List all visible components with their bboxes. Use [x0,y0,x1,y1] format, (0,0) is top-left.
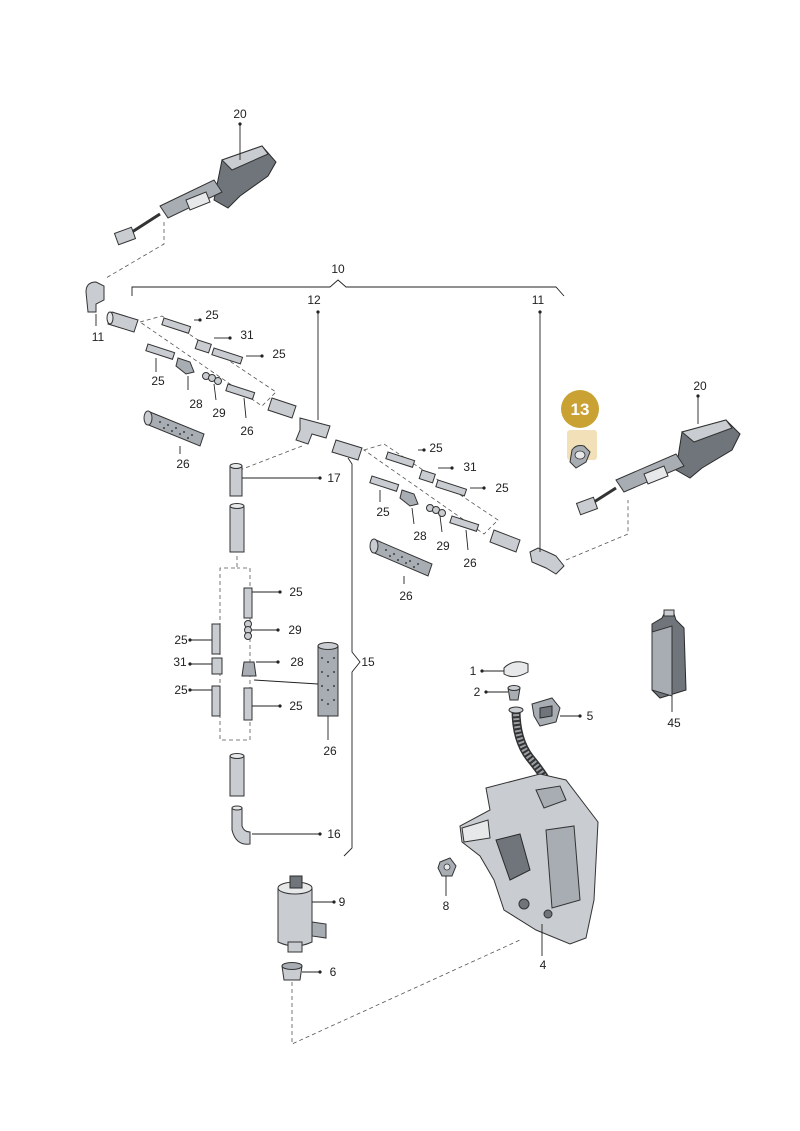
callout-2: 2 [474,685,481,699]
connector-25-v4[interactable] [211,685,221,717]
callout-17: 17 [327,471,341,485]
callout-25-f: 25 [376,505,390,519]
valve-28-a[interactable] [175,357,195,375]
callout-25-b: 25 [272,347,286,361]
connector-25-v3[interactable] [211,623,221,655]
callout-25-c: 25 [151,374,165,388]
callout-29-c: 29 [288,623,302,637]
callout-31-a: 31 [240,328,254,342]
washer-tank-4[interactable] [459,773,599,945]
callout-25-j: 25 [289,699,303,713]
seal-2[interactable] [507,685,521,701]
hose-elbow-11-left[interactable] [85,281,105,313]
callout-9: 9 [339,895,346,909]
clip-13 [569,445,591,469]
connector-25-e[interactable] [435,479,468,497]
hose-section-mid-right[interactable] [331,439,363,461]
callout-13: 13 [571,400,590,419]
callout-26-c: 26 [463,556,477,570]
callout-1: 1 [470,664,477,678]
hose-elbow-11-right[interactable] [529,547,565,575]
callout-4: 4 [540,958,547,972]
connector-25-g-right[interactable] [449,515,480,532]
sleeve-26-a[interactable] [143,410,205,447]
washer-nozzle-left[interactable] [113,145,277,246]
t-piece-12[interactable] [295,417,331,445]
valve-28-c[interactable] [241,661,257,677]
fitting-29-b[interactable] [426,504,446,517]
connector-31-a[interactable] [194,339,212,354]
hose-elbow-16[interactable] [231,805,251,845]
connector-25-v2[interactable] [243,687,253,721]
fluid-bottle-45[interactable] [651,609,687,699]
callout-15: 15 [361,655,375,669]
connector-25-b[interactable] [211,347,244,365]
callout-26-b: 26 [176,457,190,471]
callout-20-right: 20 [693,379,707,393]
callout-20-top: 20 [233,107,247,121]
callout-28-a: 28 [189,397,203,411]
callout-11-left: 11 [92,330,105,344]
callout-16: 16 [327,827,341,841]
callout-25-g: 25 [289,585,303,599]
callout-29-b: 29 [436,539,450,553]
sleeve-26-b[interactable] [369,538,433,577]
valve-28-b[interactable] [399,489,419,507]
callout-25-h: 25 [174,633,188,647]
callout-25-d: 25 [429,441,443,455]
hose-section-mid-left[interactable] [267,397,297,419]
callout-25-e: 25 [495,481,509,495]
callout-28-b: 28 [413,529,427,543]
highlighted-part-13[interactable]: 13 [561,390,599,469]
callout-8: 8 [443,899,450,913]
fitting-29-a[interactable] [202,372,222,385]
connector-25-d[interactable] [385,451,416,468]
connector-25-f[interactable] [369,475,400,492]
callout-26-a: 26 [240,424,254,438]
connector-25-a[interactable] [161,317,192,334]
hose-stub-17[interactable] [229,463,243,497]
callout-25-a: 25 [205,308,219,322]
callout-29-a: 29 [212,406,226,420]
cap-1[interactable] [503,661,529,678]
sleeve-26-c[interactable] [317,642,339,717]
fitting-29-c[interactable] [244,620,252,640]
callout-5: 5 [587,709,594,723]
nut-8[interactable] [437,857,457,877]
callout-13-badge[interactable] [561,390,599,428]
callout-26-e: 26 [323,744,337,758]
callout-25-i: 25 [174,683,188,697]
hose-section-right[interactable] [489,529,521,553]
hose-vertical-upper[interactable] [229,503,245,553]
callout-26-d: 26 [399,589,413,603]
callout-6: 6 [330,965,337,979]
hose-vertical-lower[interactable] [229,753,245,797]
connector-25-v1[interactable] [243,587,253,619]
connector-25-d-left[interactable] [225,383,256,400]
grommet-6[interactable] [281,962,303,981]
callout-10: 10 [331,262,345,276]
connector-31-b[interactable] [418,469,436,484]
washer-pump-9[interactable] [277,875,327,953]
callout-28-c: 28 [290,655,304,669]
callout-12: 12 [307,293,321,307]
callout-31-b: 31 [463,460,477,474]
bracket-5[interactable] [531,697,561,727]
connector-31-c[interactable] [211,657,223,675]
callout-45: 45 [667,716,681,730]
hose-section-left[interactable] [106,311,139,333]
connector-25-c[interactable] [145,343,176,360]
washer-nozzle-right[interactable] [575,419,741,516]
callout-11-right: 11 [532,293,545,307]
callout-31-c: 31 [173,655,187,669]
